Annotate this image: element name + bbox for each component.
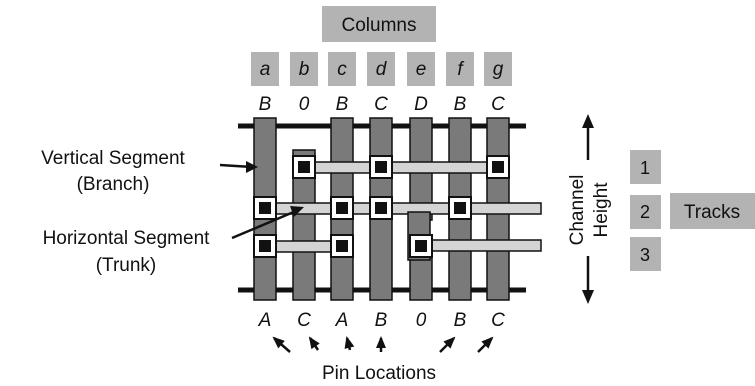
channel-height-arrowhead-up [582,114,594,128]
bottom-pin-c: A [335,310,349,331]
column-box-g [484,52,512,86]
trunk-track-2 [262,202,542,215]
columns-header-box [322,6,436,42]
trunk-track-1 [304,161,506,174]
pin-arrowhead-5 [481,336,494,349]
column-letter-e: e [416,59,427,80]
via-d-1 [375,161,387,173]
horizontal-segment-sublabel: (Trunk) [96,255,157,276]
pin-arrowhead-2 [344,336,355,349]
vertical-segment-sublabel: (Branch) [77,174,150,195]
column-letter-d: d [376,59,388,80]
bottom-pin-row: A C A B 0 B C [258,310,505,331]
height-label: Height [591,182,612,238]
via-c-2 [336,202,348,214]
horizontal-segment-label: Horizontal Segment [43,228,211,249]
trunk-track-3-right [421,239,542,252]
column-letter-a: a [260,59,271,80]
track-1-box [630,150,661,184]
top-pin-a: B [259,94,272,115]
tracks-label-box [670,193,755,229]
column-box-e [407,52,435,86]
bottom-pin-f: B [454,310,467,331]
pin-location-arrows [272,336,494,353]
column-letter-f: f [457,59,464,80]
vertical-segment-arrowhead [246,161,258,173]
column-box-b [290,52,318,86]
channel-height-arrowhead-down [582,290,594,304]
horizontal-segment-arrow [231,209,297,240]
top-pin-row: B 0 B C D B C [259,94,505,115]
pin-arrowhead-1 [308,336,320,350]
bottom-pin-g: C [491,310,505,331]
pin-arrowhead-4 [443,336,456,349]
bottom-pin-b: C [297,310,311,331]
via-c-3 [336,240,348,252]
track-2-box [630,195,661,229]
via-f-2 [454,202,466,214]
top-pin-b: 0 [299,94,310,115]
via-g-1 [492,161,504,173]
column-stripe-b [292,149,316,301]
column-letter-g: g [493,59,504,80]
column-box-f [446,52,474,86]
top-pin-g: C [491,94,505,115]
top-pin-c: B [336,94,349,115]
track-3-box [630,237,661,271]
top-pin-f: B [454,94,467,115]
column-box-a [251,52,279,86]
pin-locations-label: Pin Locations [322,363,436,384]
bottom-pin-e: 0 [416,310,427,331]
tracks-label: Tracks [684,202,740,223]
column-box-d [367,52,395,86]
column-letter-row: a b c d e f g [251,52,512,86]
top-pin-e: D [414,94,428,115]
pin-arrowhead-0 [272,336,285,349]
columns-header: Columns [342,15,417,36]
column-stripe-e-lower [409,255,433,301]
column-letter-b: b [299,59,310,80]
track-1-label: 1 [640,158,650,178]
column-letter-c: c [337,59,347,80]
track-2-label: 2 [640,202,650,222]
vertical-segment-label: Vertical Segment [41,148,185,169]
via-a-2 [259,202,271,214]
column-box-c [328,52,356,86]
via-a-3 [259,240,271,252]
via-d-2 [375,202,387,214]
via-b-1 [298,161,310,173]
via-group [253,155,510,258]
via-e-3 [415,240,427,252]
horizontal-segment-arrowhead [290,206,304,217]
bottom-pin-a: A [258,310,272,331]
channel-label: Channel [567,175,588,246]
bottom-pin-d: B [375,310,388,331]
top-pin-d: C [374,94,388,115]
track-3-label: 3 [640,245,650,265]
pin-arrowhead-3 [376,336,386,348]
